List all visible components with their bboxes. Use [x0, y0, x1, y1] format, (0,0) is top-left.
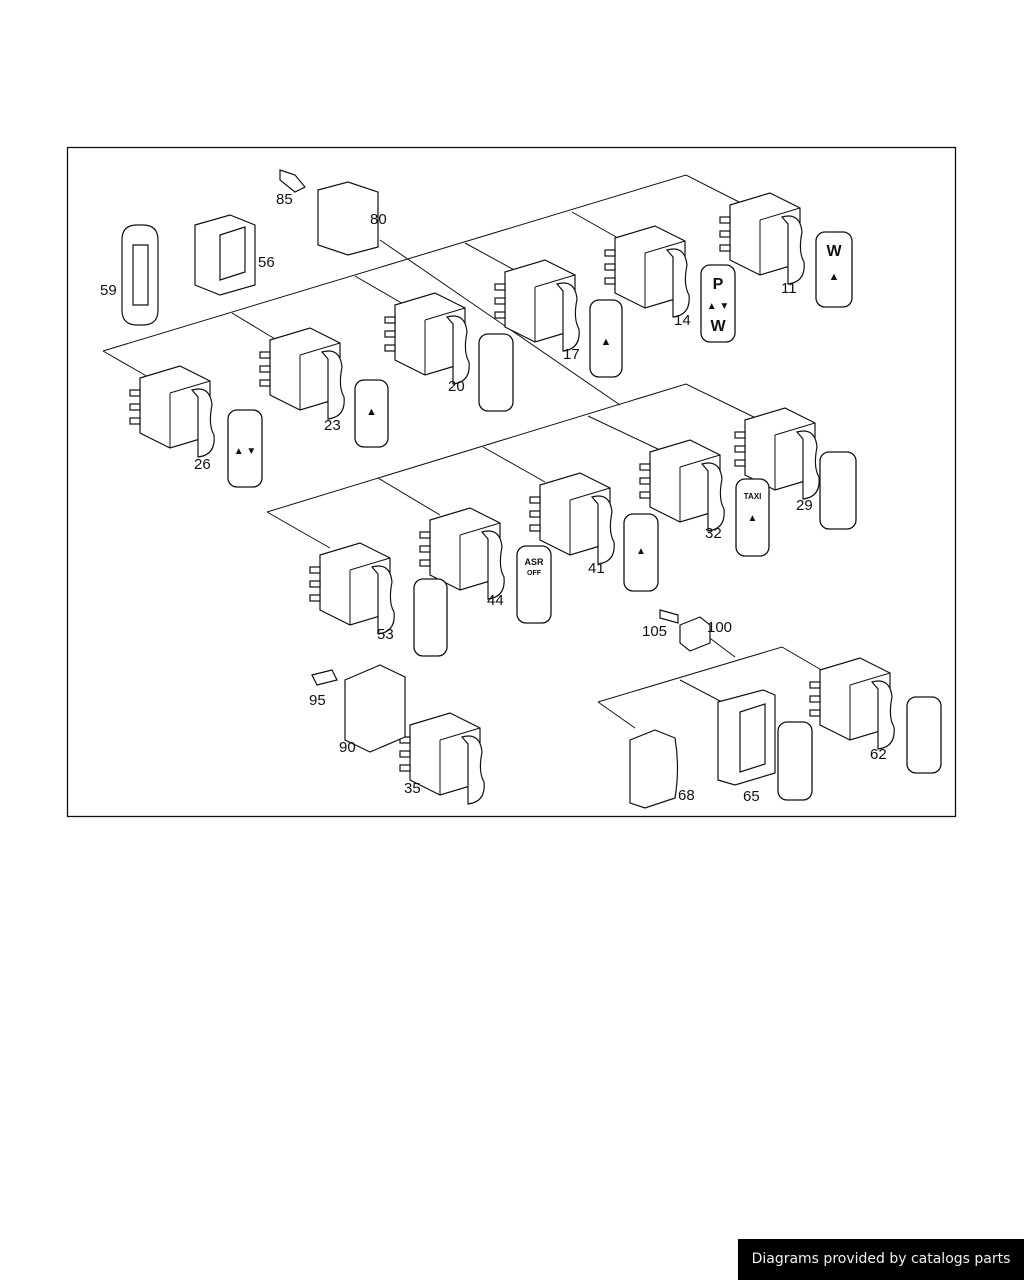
callout-100: 100 [707, 619, 732, 636]
leader-line [597, 701, 636, 729]
callout-80: 80 [370, 211, 387, 228]
rocker-switch [809, 657, 895, 750]
rocker-switch [129, 365, 215, 458]
leader-line [377, 477, 441, 516]
rocker-switch [604, 225, 690, 318]
rocker-switch [734, 407, 820, 500]
panel-symbol: ▲ [636, 546, 646, 557]
icon-panel [777, 721, 813, 801]
callout-41: 41 [588, 560, 605, 577]
callout-65: 65 [743, 788, 760, 805]
callout-17: 17 [563, 346, 580, 363]
panel-symbol: ▲ ▼ [234, 446, 257, 457]
callout-11: 11 [781, 280, 797, 297]
leader-line [102, 174, 746, 352]
callout-68: 68 [678, 787, 695, 804]
callout-90: 90 [339, 739, 356, 756]
callout-32: 32 [705, 525, 722, 542]
icon-panel: TAXI ▲ [735, 478, 770, 557]
callout-56: 56 [258, 254, 275, 271]
callout-29: 29 [796, 497, 813, 514]
trim-frame-59 [121, 224, 159, 326]
panel-symbol: ▲ [601, 336, 612, 348]
leader-line [482, 446, 546, 483]
panel-symbol: TAXI [744, 492, 762, 501]
icon-panel: W▲ [815, 231, 853, 308]
leader-line [266, 383, 761, 513]
rocker-switch [639, 439, 725, 532]
leader-line [464, 242, 519, 273]
leader-lines [102, 174, 831, 729]
callout-85: 85 [276, 191, 293, 208]
icon-panel [819, 451, 857, 530]
terminal-95 [311, 669, 338, 686]
callout-numbers: 85 80 59 56 11 14 17 20 23 26 29 32 41 44 53 105 100 95 90… [100, 191, 887, 805]
panel-symbol: OFF [527, 570, 542, 577]
panel-symbol: W [710, 318, 726, 335]
rocker-switch [384, 292, 470, 385]
connector-80 [317, 181, 379, 256]
leader-line [679, 679, 723, 703]
callout-26: 26 [194, 456, 211, 473]
connector-90 [344, 664, 406, 753]
leader-line [571, 211, 626, 243]
switch-bodies [121, 169, 895, 809]
terminal-105 [659, 609, 679, 624]
leader-line [102, 350, 151, 379]
connector-100 [679, 616, 711, 652]
panel-symbol: ▲ [366, 406, 377, 418]
rocker-switch [719, 192, 805, 285]
credit-banner: Diagrams provided by catalogs parts [738, 1239, 1024, 1280]
callout-105: 105 [642, 623, 667, 640]
icon-panel: P ▲ ▼ W [700, 264, 736, 343]
icon-panel: ASR OFF [516, 545, 552, 624]
panel-symbol: ▲ [748, 513, 758, 524]
housing-56 [194, 214, 256, 296]
rocker-switch [399, 712, 485, 805]
leader-line [587, 415, 661, 451]
rocker-switch [529, 472, 615, 565]
icon-panel [413, 578, 448, 657]
panel-symbol: ASR [524, 557, 544, 567]
callout-20: 20 [448, 378, 465, 395]
callout-62: 62 [870, 746, 887, 763]
icon-panel: ▲ [354, 379, 389, 448]
callout-35: 35 [404, 780, 421, 797]
leader-line [266, 511, 331, 549]
leader-line [706, 635, 736, 658]
switch-68 [629, 729, 679, 809]
panel-symbol: ▲ [829, 271, 840, 283]
callout-59: 59 [100, 282, 117, 299]
icon-panel: ▲ ▼ [227, 409, 263, 488]
callout-53: 53 [377, 626, 394, 643]
callout-14: 14 [674, 312, 691, 329]
rocker-switch [494, 259, 580, 352]
leader-line [597, 646, 831, 703]
panel-symbol: ▲ ▼ [707, 301, 730, 312]
callout-23: 23 [324, 417, 341, 434]
rocker-switch [259, 327, 345, 420]
callout-95: 95 [309, 692, 326, 709]
diagram-frame [66, 146, 957, 818]
switch-65 [717, 689, 776, 786]
icon-panel: ▲ [623, 513, 659, 592]
leader-line [379, 239, 621, 406]
callout-44: 44 [487, 592, 504, 609]
leader-line [354, 275, 406, 306]
terminal-85 [279, 169, 306, 193]
panel-symbol: P [713, 276, 724, 293]
icon-panel [478, 333, 514, 412]
icon-panel [906, 696, 942, 774]
rocker-switch [309, 542, 395, 635]
rocker-switch [419, 507, 505, 600]
icon-panel: ▲ [589, 299, 623, 378]
panel-symbol: W [826, 243, 842, 260]
